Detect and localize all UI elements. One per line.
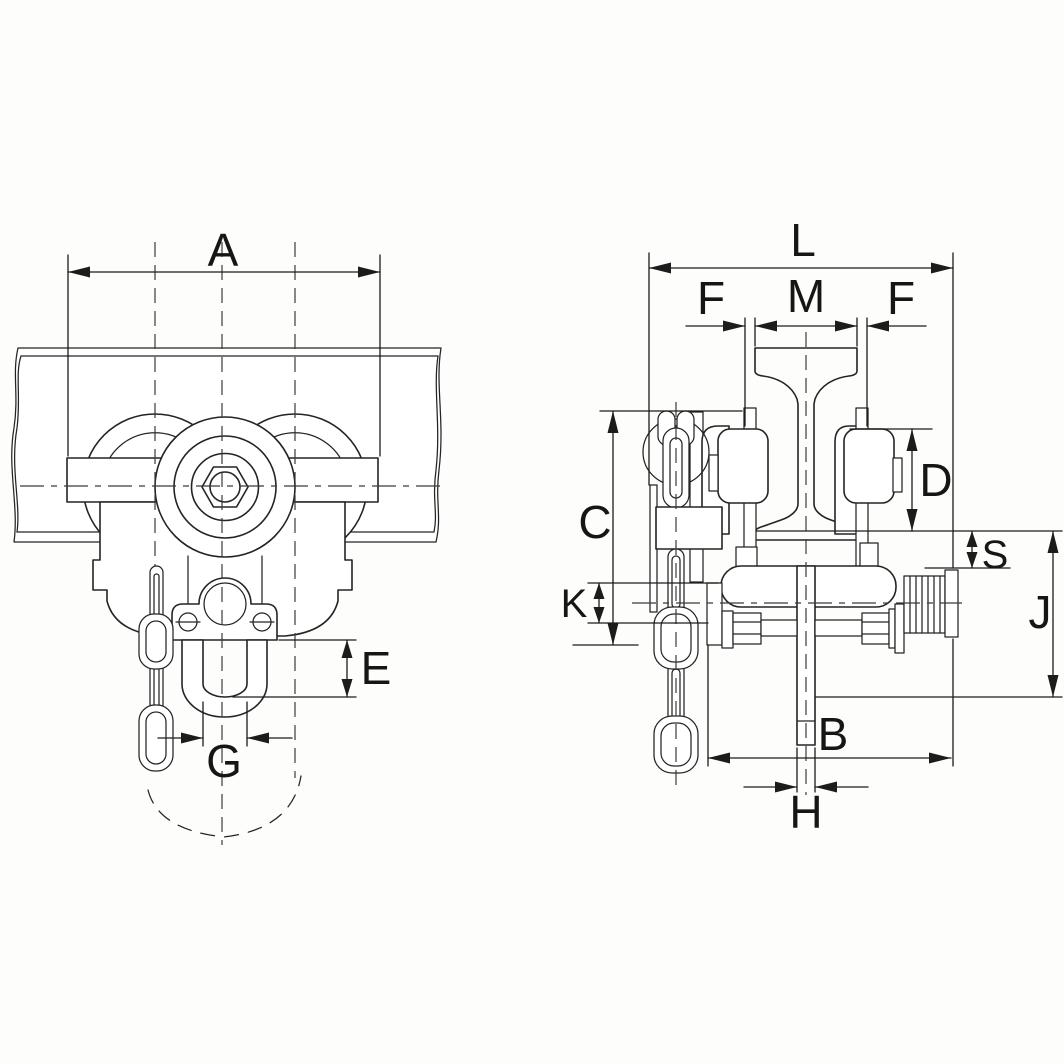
chain-link [138, 613, 174, 670]
dim-label-f-left: F [697, 272, 725, 324]
dim-label-d: D [919, 454, 952, 506]
dim-label-f-right: F [887, 272, 915, 324]
guide-plate-foot-left [735, 546, 758, 568]
hex-nut [861, 612, 890, 645]
load-shackle [181, 639, 268, 718]
threaded-spacer-rod [903, 569, 959, 638]
hex-nut [732, 612, 762, 645]
dim-label-g: G [206, 735, 242, 787]
dim-H: H [743, 747, 869, 838]
axle-hub [154, 416, 296, 558]
dim-J: J [815, 530, 1063, 698]
axle-cap-left [708, 454, 719, 492]
dim-G: G [157, 701, 293, 787]
front-view: A E G [11, 224, 442, 845]
axle-cap-right [892, 457, 903, 493]
dim-FMF: F M F [685, 270, 927, 427]
wheel-profile-left [717, 428, 769, 504]
spacer-bolt-left [706, 582, 798, 649]
dim-L: L [648, 214, 954, 767]
dim-label-a: A [208, 224, 239, 276]
dim-label-l: L [790, 214, 816, 266]
dim-D: D [755, 428, 1063, 532]
spacer-bolt-right [814, 603, 905, 654]
guide-plate-foot-right [859, 542, 879, 568]
dim-label-c: C [578, 496, 611, 548]
chain-guide-housing [655, 506, 723, 550]
dim-label-h: H [789, 786, 822, 838]
dim-label-e: E [361, 642, 392, 694]
dim-E: E [232, 639, 392, 698]
wheel-profile-right [843, 428, 895, 504]
dim-label-m: M [787, 270, 825, 322]
dim-A: A [67, 224, 381, 457]
anchor-eye-hole [203, 582, 247, 626]
dim-label-b: B [818, 708, 849, 760]
side-view: L F M F C [561, 214, 1063, 838]
dim-C: C [572, 410, 743, 646]
dim-label-k: K [561, 582, 588, 626]
dim-label-j: J [1029, 586, 1052, 638]
dim-B: B [707, 644, 952, 767]
anchor-plate [171, 577, 278, 641]
dim-label-s: S [982, 533, 1009, 577]
dim-S: S [924, 530, 1011, 577]
dim-K: K [561, 582, 719, 626]
hook-swing-path [147, 775, 302, 838]
